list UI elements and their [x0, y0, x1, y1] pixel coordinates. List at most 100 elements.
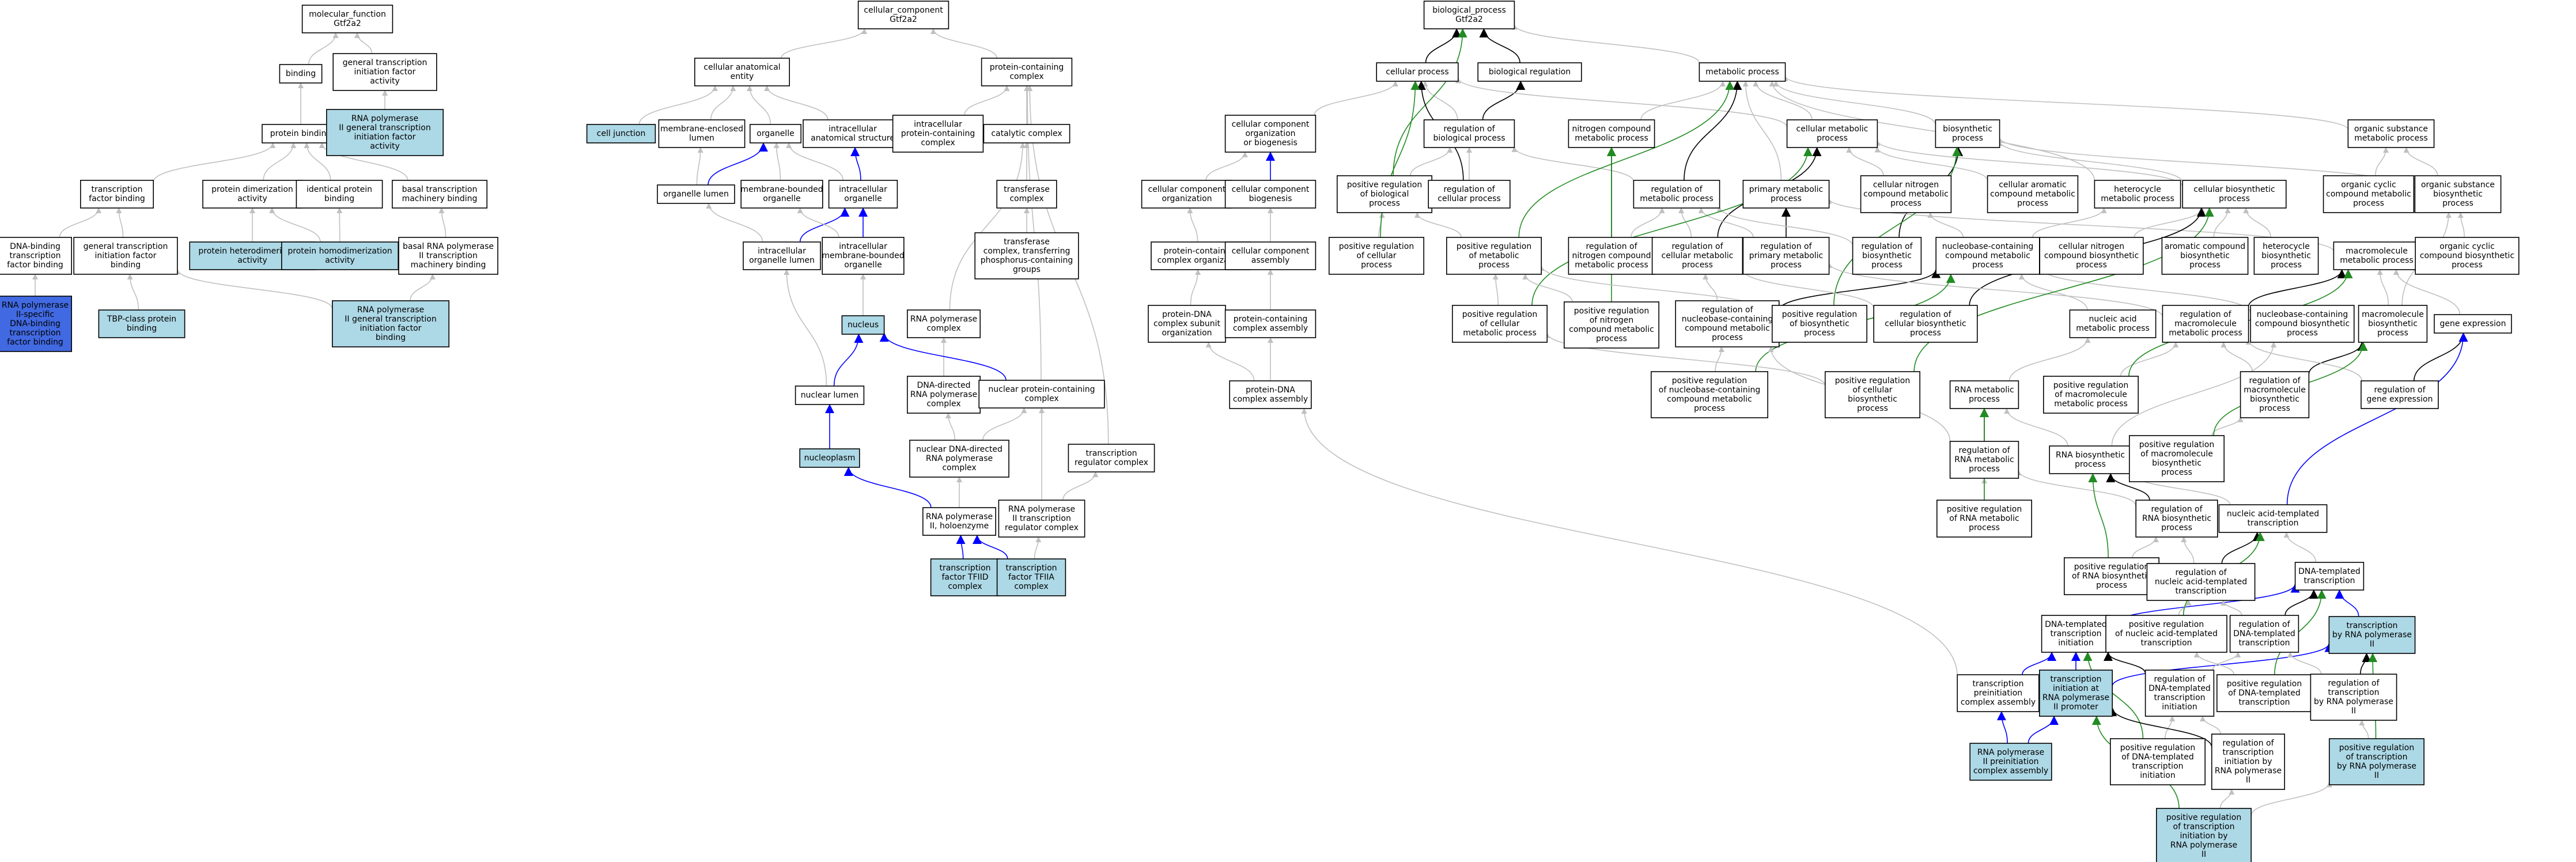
term-node-breg[interactable]: biological regulation	[1477, 62, 1582, 82]
term-node-catc[interactable]: catalytic complex	[983, 124, 1071, 143]
term-node-binding[interactable]: binding	[279, 64, 323, 84]
term-node-rnbcmp[interactable]: regulation ofnucleobase-containingcompou…	[1675, 300, 1780, 347]
term-node-ol[interactable]: organelle lumen	[657, 184, 735, 204]
term-node-rnap2sdb[interactable]: RNA polymeraseII-specificDNA-bindingtran…	[0, 296, 73, 352]
term-node-mp[interactable]: metabolic process	[1699, 62, 1786, 82]
term-node-cj[interactable]: cell junction	[586, 124, 656, 143]
term-node-rmacbp[interactable]: regulation ofmacromoleculebiosyntheticpr…	[2240, 371, 2310, 418]
term-node-cp[interactable]: cellular process	[1376, 62, 1459, 82]
term-node-rdtti[interactable]: regulation ofDNA-templatedtranscriptioni…	[2144, 670, 2215, 717]
term-node-org[interactable]: organelle	[750, 124, 802, 143]
term-node-ge[interactable]: gene expression	[2434, 314, 2512, 334]
term-node-np[interactable]: nucleoplasm	[799, 448, 860, 468]
